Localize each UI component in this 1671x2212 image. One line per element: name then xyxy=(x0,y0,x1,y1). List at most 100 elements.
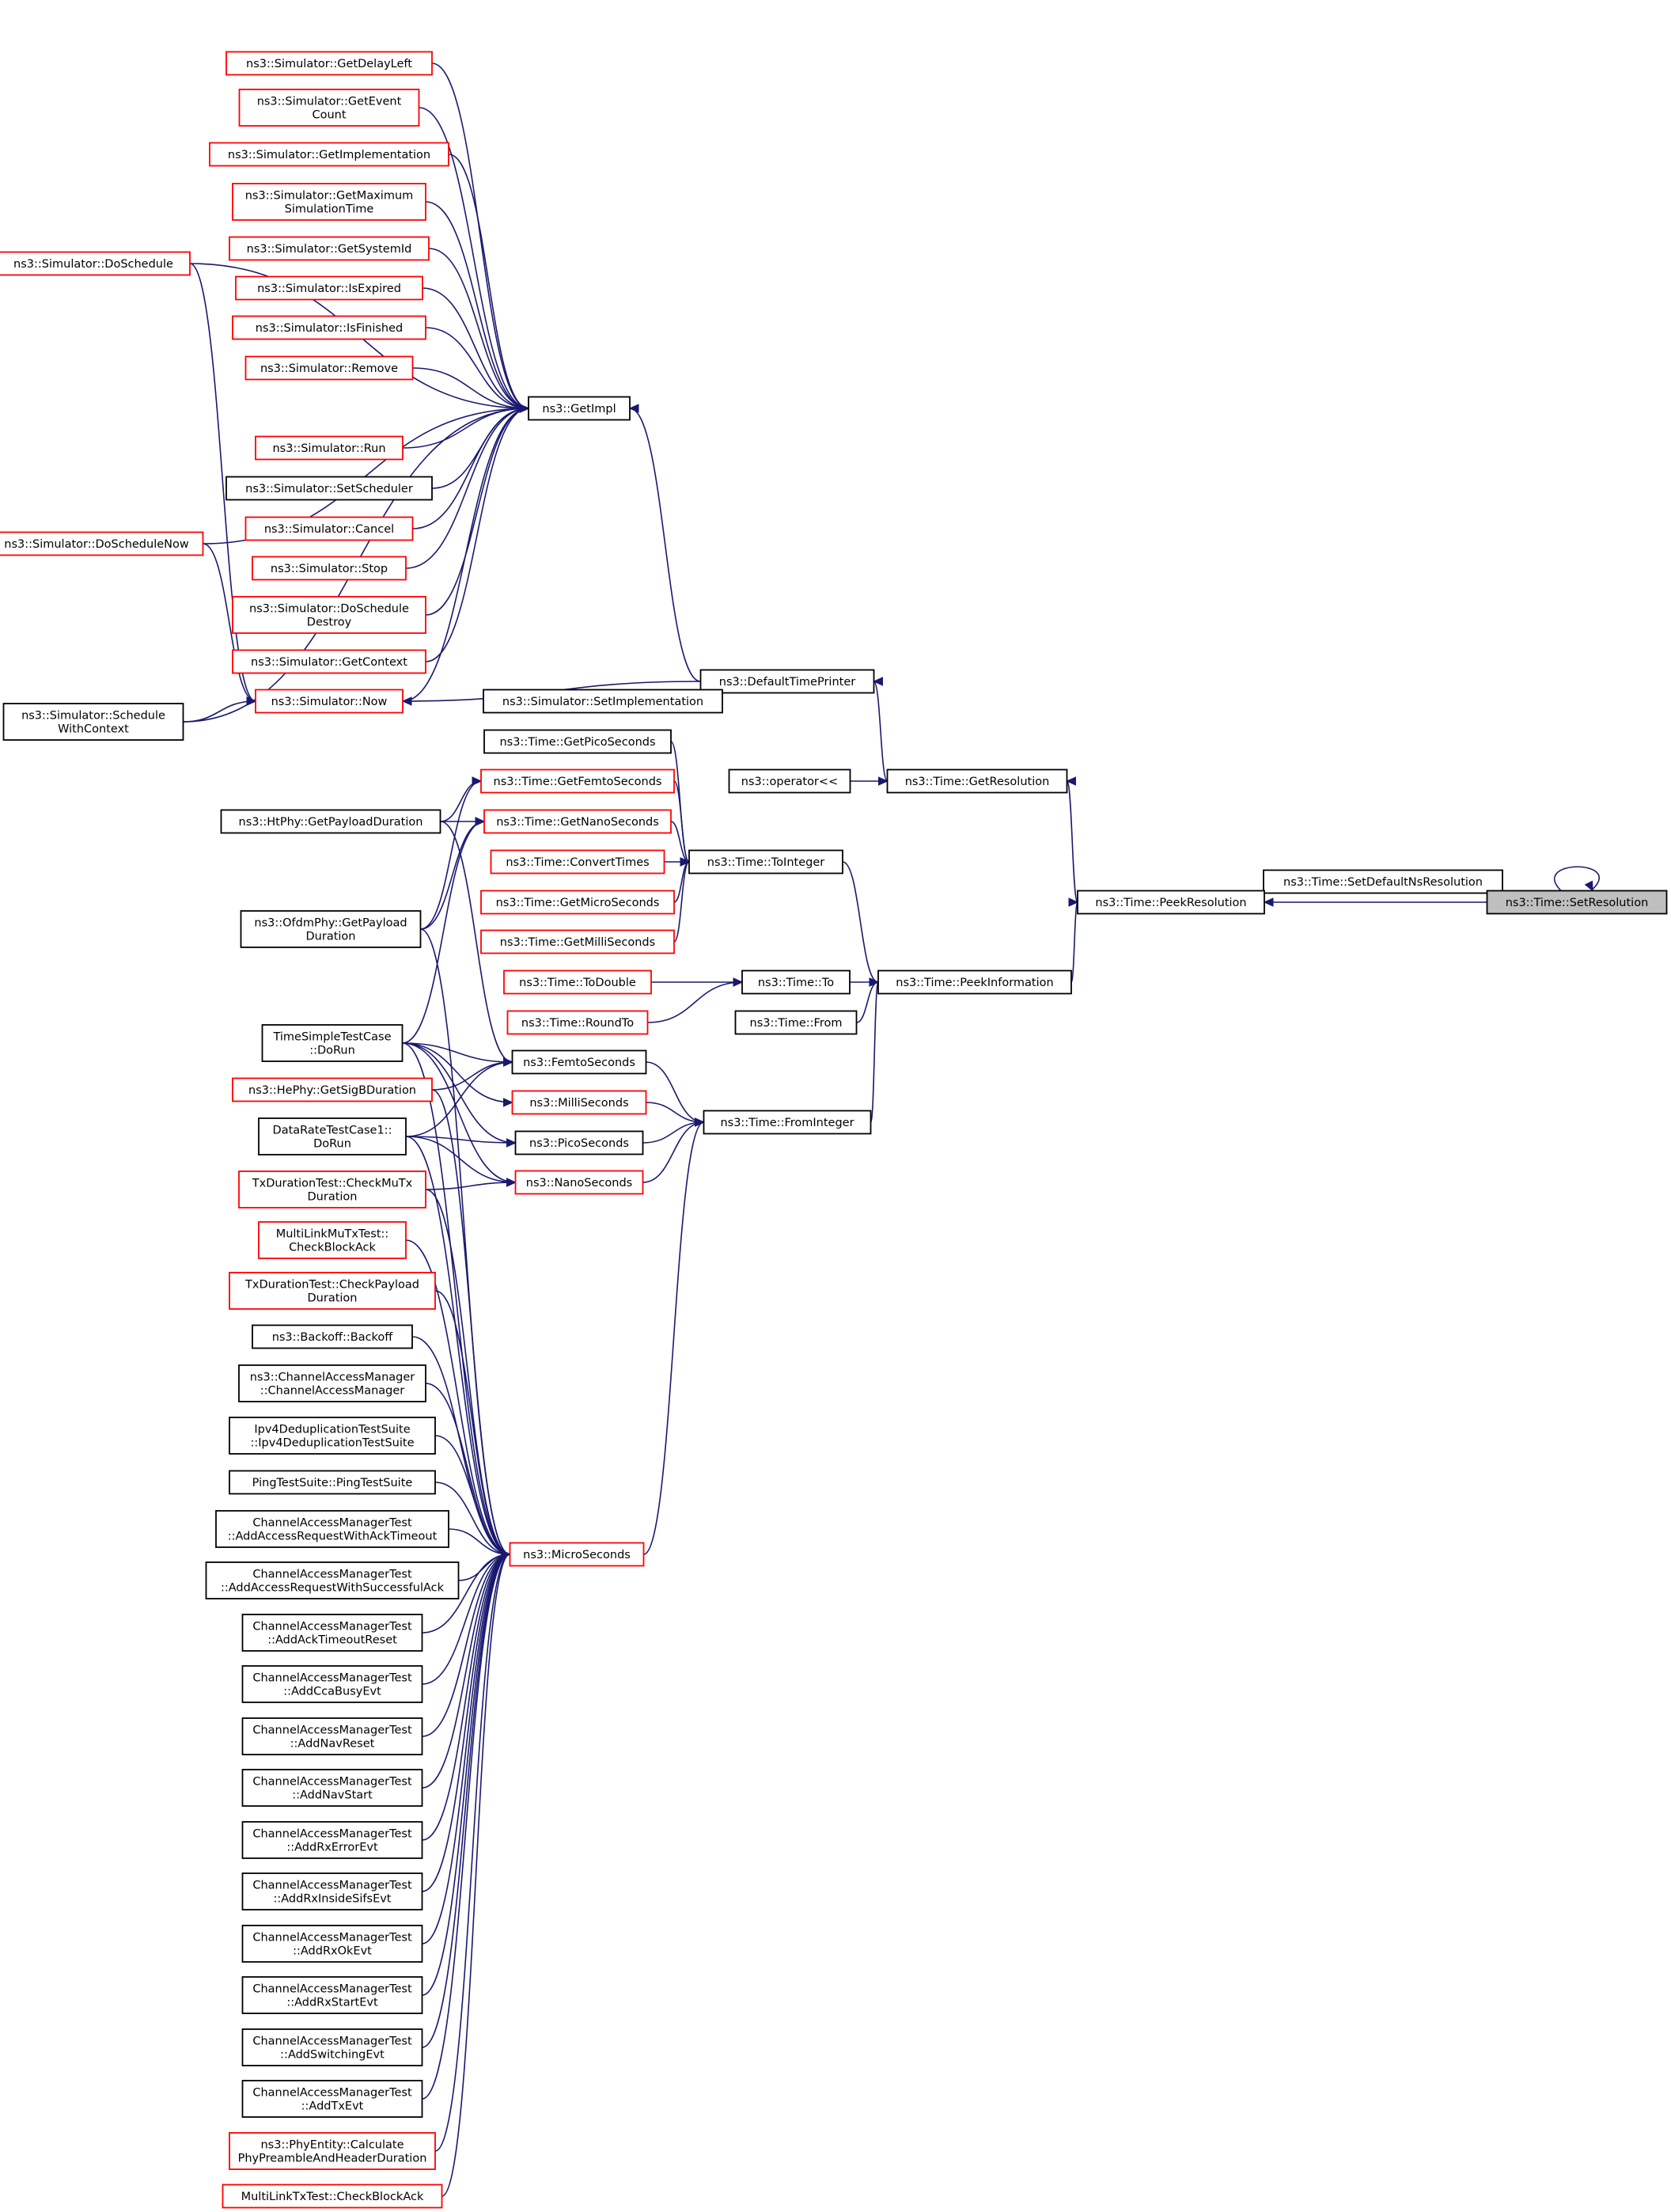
node-label: ::Ipv4DeduplicationTestSuite xyxy=(250,1437,414,1450)
node-isfinished[interactable]: ns3::Simulator::IsFinished xyxy=(232,315,426,340)
node-backoff[interactable]: ns3::Backoff::Backoff xyxy=(252,1324,413,1349)
node-label: ns3::Simulator::DoSchedule xyxy=(13,258,173,271)
node-getdelayleft[interactable]: ns3::Simulator::GetDelayLeft xyxy=(225,51,433,76)
node-dataratetestcase1[interactable]: DataRateTestCase1::DoRun xyxy=(258,1117,407,1155)
node-addrxinsidesifsevt[interactable]: ChannelAccessManagerTest::AddRxInsideSif… xyxy=(241,1872,423,1910)
node-label: ns3::Simulator::GetContext xyxy=(251,656,407,669)
node-addnavstart[interactable]: ChannelAccessManagerTest::AddNavStart xyxy=(241,1769,423,1807)
node-label: ChannelAccessManagerTest xyxy=(252,1672,412,1685)
node-setimplementation[interactable]: ns3::Simulator::SetImplementation xyxy=(483,689,723,714)
node-defaulttimeprinter[interactable]: ns3::DefaultTimePrinter xyxy=(699,669,875,694)
node-from[interactable]: ns3::Time::From xyxy=(734,1010,858,1035)
call-edge xyxy=(448,154,529,409)
node-getfemtoseconds[interactable]: ns3::Time::GetFemtoSeconds xyxy=(480,768,675,794)
node-addswitchingevt[interactable]: ChannelAccessManagerTest::AddSwitchingEv… xyxy=(241,2028,423,2066)
node-multilinktx[interactable]: MultiLinkTxTest::CheckBlockAck xyxy=(222,2184,443,2209)
node-chanaccmgr[interactable]: ns3::ChannelAccessManager::ChannelAccess… xyxy=(238,1364,426,1402)
node-box xyxy=(480,929,675,954)
node-label: ns3::Simulator::Cancel xyxy=(264,523,394,536)
node-getresolution[interactable]: ns3::Time::GetResolution xyxy=(886,768,1068,794)
node-isexpired[interactable]: ns3::Simulator::IsExpired xyxy=(235,275,423,301)
node-peekinformation[interactable]: ns3::Time::PeekInformation xyxy=(877,969,1072,995)
node-run[interactable]: ns3::Simulator::Run xyxy=(255,435,404,461)
node-addrxerrorevt[interactable]: ChannelAccessManagerTest::AddRxErrorEvt xyxy=(241,1821,423,1859)
node-stop[interactable]: ns3::Simulator::Stop xyxy=(252,556,407,581)
node-pingtestsuite[interactable]: PingTestSuite::PingTestSuite xyxy=(229,1470,436,1495)
node-picoseconds[interactable]: ns3::PicoSeconds xyxy=(514,1130,644,1155)
node-label: ns3::Backoff::Backoff xyxy=(272,1331,394,1344)
call-edge xyxy=(405,1239,510,1555)
node-getimplementation[interactable]: ns3::Simulator::GetImplementation xyxy=(209,142,449,167)
node-label: Ipv4DeduplicationTestSuite xyxy=(254,1424,410,1436)
node-addccabusyevt[interactable]: ChannelAccessManagerTest::AddCcaBusyEvt xyxy=(241,1665,423,1703)
node-milliseconds[interactable]: ns3::MilliSeconds xyxy=(511,1090,647,1115)
node-femtoseconds[interactable]: ns3::FemtoSeconds xyxy=(511,1049,647,1075)
node-peekresolution[interactable]: ns3::Time::PeekResolution xyxy=(1077,890,1265,915)
node-label: ::AddRxErrorEvt xyxy=(286,1842,378,1854)
node-tointeger[interactable]: ns3::Time::ToInteger xyxy=(688,849,843,875)
node-setdefaultnsres[interactable]: ns3::Time::SetDefaultNsResolution xyxy=(1263,869,1503,894)
node-doschedulenow[interactable]: ns3::Simulator::DoScheduleNow xyxy=(0,531,204,556)
node-getcontext[interactable]: ns3::Simulator::GetContext xyxy=(232,649,426,674)
node-operatorshl[interactable]: ns3::operator<< xyxy=(728,768,851,794)
node-box xyxy=(480,768,675,794)
node-ofdmphy[interactable]: ns3::OfdmPhy::GetPayloadDuration xyxy=(240,910,422,948)
node-microseconds[interactable]: ns3::MicroSeconds xyxy=(509,1542,645,1567)
node-box xyxy=(699,669,875,694)
node-getmilliseconds[interactable]: ns3::Time::GetMilliSeconds xyxy=(480,929,675,954)
call-edge xyxy=(425,201,529,409)
node-label: ::AddRxOkEvt xyxy=(293,1945,372,1958)
node-box xyxy=(232,183,426,221)
call-edge xyxy=(1066,780,1078,903)
node-htphy[interactable]: ns3::HtPhy::GetPayloadDuration xyxy=(220,809,441,834)
call-edge xyxy=(402,1042,510,1555)
node-to[interactable]: ns3::Time::To xyxy=(741,969,851,995)
node-cancel[interactable]: ns3::Simulator::Cancel xyxy=(244,516,414,541)
call-edge xyxy=(405,1136,516,1144)
node-addaccessacktimeout[interactable]: ChannelAccessManagerTest::AddAccessReque… xyxy=(215,1510,449,1548)
node-getsystemid[interactable]: ns3::Simulator::GetSystemId xyxy=(229,236,430,261)
node-getmicroseconds[interactable]: ns3::Time::GetMicroSeconds xyxy=(480,890,675,915)
node-label: ChannelAccessManagerTest xyxy=(252,1621,412,1633)
node-box xyxy=(255,689,404,714)
node-remove[interactable]: ns3::Simulator::Remove xyxy=(244,355,414,381)
node-getpicoseconds[interactable]: ns3::Time::GetPicoSeconds xyxy=(483,729,672,754)
node-getimpl[interactable]: ns3::GetImpl xyxy=(528,396,631,421)
node-box xyxy=(741,969,851,995)
call-edge xyxy=(440,780,482,822)
node-phyentity[interactable]: ns3::PhyEntity::CalculatePhyPreambleAndH… xyxy=(229,2132,436,2170)
node-addnavreset[interactable]: ChannelAccessManagerTest::AddNavReset xyxy=(241,1717,423,1755)
node-label: ns3::GetImpl xyxy=(542,403,616,415)
node-timesimpletestcase[interactable]: TimeSimpleTestCase::DoRun xyxy=(261,1024,404,1062)
call-edge xyxy=(420,928,510,1555)
node-box xyxy=(241,1614,423,1652)
call-edge xyxy=(419,107,529,409)
node-getnanoseconds[interactable]: ns3::Time::GetNanoSeconds xyxy=(483,809,672,834)
node-multilinkmutx[interactable]: MultiLinkMuTxTest::CheckBlockAck xyxy=(258,1221,407,1259)
node-converttimes[interactable]: ns3::Time::ConvertTimes xyxy=(490,849,665,875)
node-addacktimeoutreset[interactable]: ChannelAccessManagerTest::AddAckTimeoutR… xyxy=(241,1614,423,1652)
node-setresolution[interactable]: ns3::Time::SetResolution xyxy=(1486,890,1668,915)
edge-arrowhead xyxy=(1263,897,1274,907)
node-now[interactable]: ns3::Simulator::Now xyxy=(255,689,404,714)
node-todouble[interactable]: ns3::Time::ToDouble xyxy=(503,969,652,995)
node-hephy[interactable]: ns3::HePhy::GetSigBDuration xyxy=(232,1077,433,1102)
node-setscheduler[interactable]: ns3::Simulator::SetScheduler xyxy=(225,476,433,501)
node-frominteger[interactable]: ns3::Time::FromInteger xyxy=(703,1110,872,1135)
node-label: Duration xyxy=(306,931,356,943)
node-addtxevt[interactable]: ChannelAccessManagerTest::AddTxEvt xyxy=(241,2080,423,2118)
node-ipv4dedup[interactable]: Ipv4DeduplicationTestSuite::Ipv4Deduplic… xyxy=(229,1417,436,1455)
node-addrxstartevt[interactable]: ChannelAccessManagerTest::AddRxStartEvt xyxy=(241,1976,423,2014)
node-label: ns3::Simulator::GetEvent xyxy=(257,96,402,108)
node-addrxokevt[interactable]: ChannelAccessManagerTest::AddRxOkEvt xyxy=(241,1925,423,1963)
node-roundto[interactable]: ns3::Time::RoundTo xyxy=(506,1010,649,1035)
node-nanoseconds[interactable]: ns3::NanoSeconds xyxy=(514,1170,644,1195)
node-doschedule[interactable]: ns3::Simulator::DoSchedule xyxy=(0,251,191,276)
node-addaccesssuccessful[interactable]: ChannelAccessManagerTest::AddAccessReque… xyxy=(205,1561,460,1599)
